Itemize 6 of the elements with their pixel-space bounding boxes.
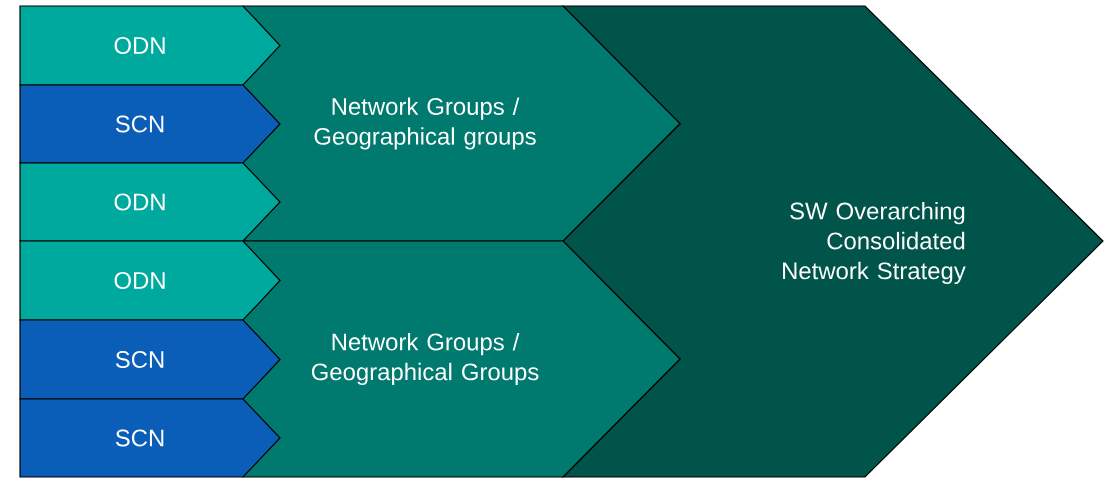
arrow-tab: SCN (19, 84, 281, 164)
arrow-tab: ODN (19, 162, 281, 242)
arrow-tab: ODN (19, 5, 281, 86)
arrow-tab: ODN (19, 240, 281, 321)
arrow-tab: SCN (19, 398, 281, 478)
arrow-tab: SCN (19, 319, 281, 400)
